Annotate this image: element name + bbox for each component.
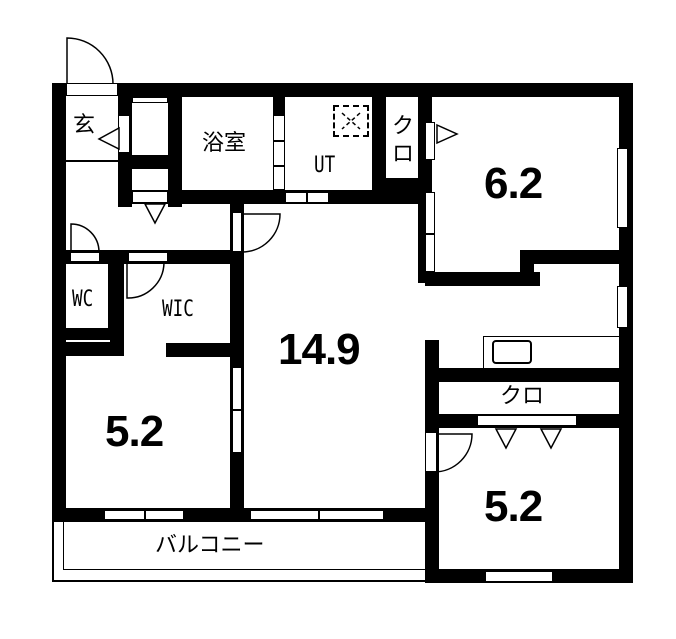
wc-bottom-line bbox=[66, 340, 110, 342]
room-label-ldk: 14.9 bbox=[278, 325, 361, 374]
balcony-inner-outline bbox=[63, 520, 427, 570]
room-label-entrance: 玄 bbox=[73, 113, 96, 138]
kitchen-counter bbox=[483, 336, 619, 368]
wall-bedroom-ne-bottom-left bbox=[425, 272, 540, 286]
shoe-cabinet-door bbox=[132, 191, 168, 203]
closet-top-door bbox=[425, 122, 435, 160]
closet-mid-arrow-left-icon bbox=[494, 428, 518, 450]
wall-storage-mid bbox=[118, 155, 182, 169]
wall-bedroom-ne-bottom-right bbox=[520, 250, 633, 264]
bath-door-split bbox=[273, 140, 285, 142]
bedroom-se-door bbox=[425, 432, 437, 472]
room-label-wic: WIC bbox=[162, 297, 194, 322]
ut-door-split bbox=[306, 192, 308, 203]
room-label-closet-top: クロ bbox=[392, 114, 415, 167]
closet-mid-door bbox=[477, 415, 577, 426]
bedroom-w-closet-door-split bbox=[232, 409, 242, 411]
wall-closet-mid-top bbox=[425, 368, 633, 382]
window-ldk-split bbox=[318, 510, 320, 520]
storage-arrow-icon bbox=[97, 126, 120, 151]
wic-door bbox=[128, 252, 168, 262]
closet-door-arrow-icon bbox=[436, 123, 459, 145]
wall-wic-bottom bbox=[166, 343, 242, 357]
room-label-bedroom-w: 5.2 bbox=[105, 407, 164, 456]
wall-wc-bottom bbox=[52, 328, 124, 356]
balcony-outline bbox=[52, 520, 427, 582]
wc-door bbox=[70, 252, 100, 262]
wall-ut-bottom bbox=[230, 190, 430, 204]
wall-storage-right bbox=[168, 97, 182, 207]
room-label-bedroom-ne: 6.2 bbox=[484, 159, 543, 208]
room-label-bedroom-se: 5.2 bbox=[484, 482, 543, 531]
storage-shelf-top bbox=[132, 97, 168, 103]
room-label-utility: UT bbox=[314, 153, 336, 178]
room-label-closet-mid: クロ bbox=[500, 384, 545, 409]
wall-outer-left bbox=[52, 83, 66, 520]
window-bedroom-w-split bbox=[144, 510, 146, 520]
kitchen-sink-icon bbox=[492, 340, 532, 364]
entrance-door-frame bbox=[66, 83, 118, 96]
wall-ut-right bbox=[372, 97, 386, 204]
bedroom-ne-door-split bbox=[425, 233, 435, 235]
room-label-balcony: バルコニー bbox=[155, 533, 265, 558]
room-label-toilet: WC bbox=[72, 287, 94, 312]
washing-machine-icon bbox=[333, 105, 369, 137]
wall-closet-top-bottom bbox=[386, 178, 432, 192]
line-entrance-step bbox=[66, 160, 118, 162]
ldk-door-swing-icon bbox=[241, 213, 281, 253]
window-kitchen bbox=[617, 286, 628, 328]
shoe-cabinet-arrow-icon bbox=[143, 203, 167, 225]
wall-outer-top bbox=[118, 83, 633, 97]
window-bedroom-se bbox=[485, 571, 553, 582]
wic-door-swing-icon bbox=[126, 262, 165, 299]
closet-mid-arrow-right-icon bbox=[539, 428, 563, 450]
bedroom-se-door-swing-icon bbox=[433, 433, 473, 473]
window-bedroom-ne bbox=[617, 148, 628, 228]
wc-door-swing-icon bbox=[70, 223, 100, 253]
bath-door-split2 bbox=[273, 165, 285, 167]
bath-door bbox=[273, 115, 285, 190]
window-ldk bbox=[250, 510, 384, 520]
bedroom-ne-door bbox=[425, 192, 435, 272]
washing-machine-cross-icon bbox=[341, 112, 361, 130]
room-label-bathroom: 浴室 bbox=[202, 131, 247, 156]
ldk-door bbox=[232, 212, 242, 252]
entrance-door-swing-icon bbox=[66, 37, 114, 85]
